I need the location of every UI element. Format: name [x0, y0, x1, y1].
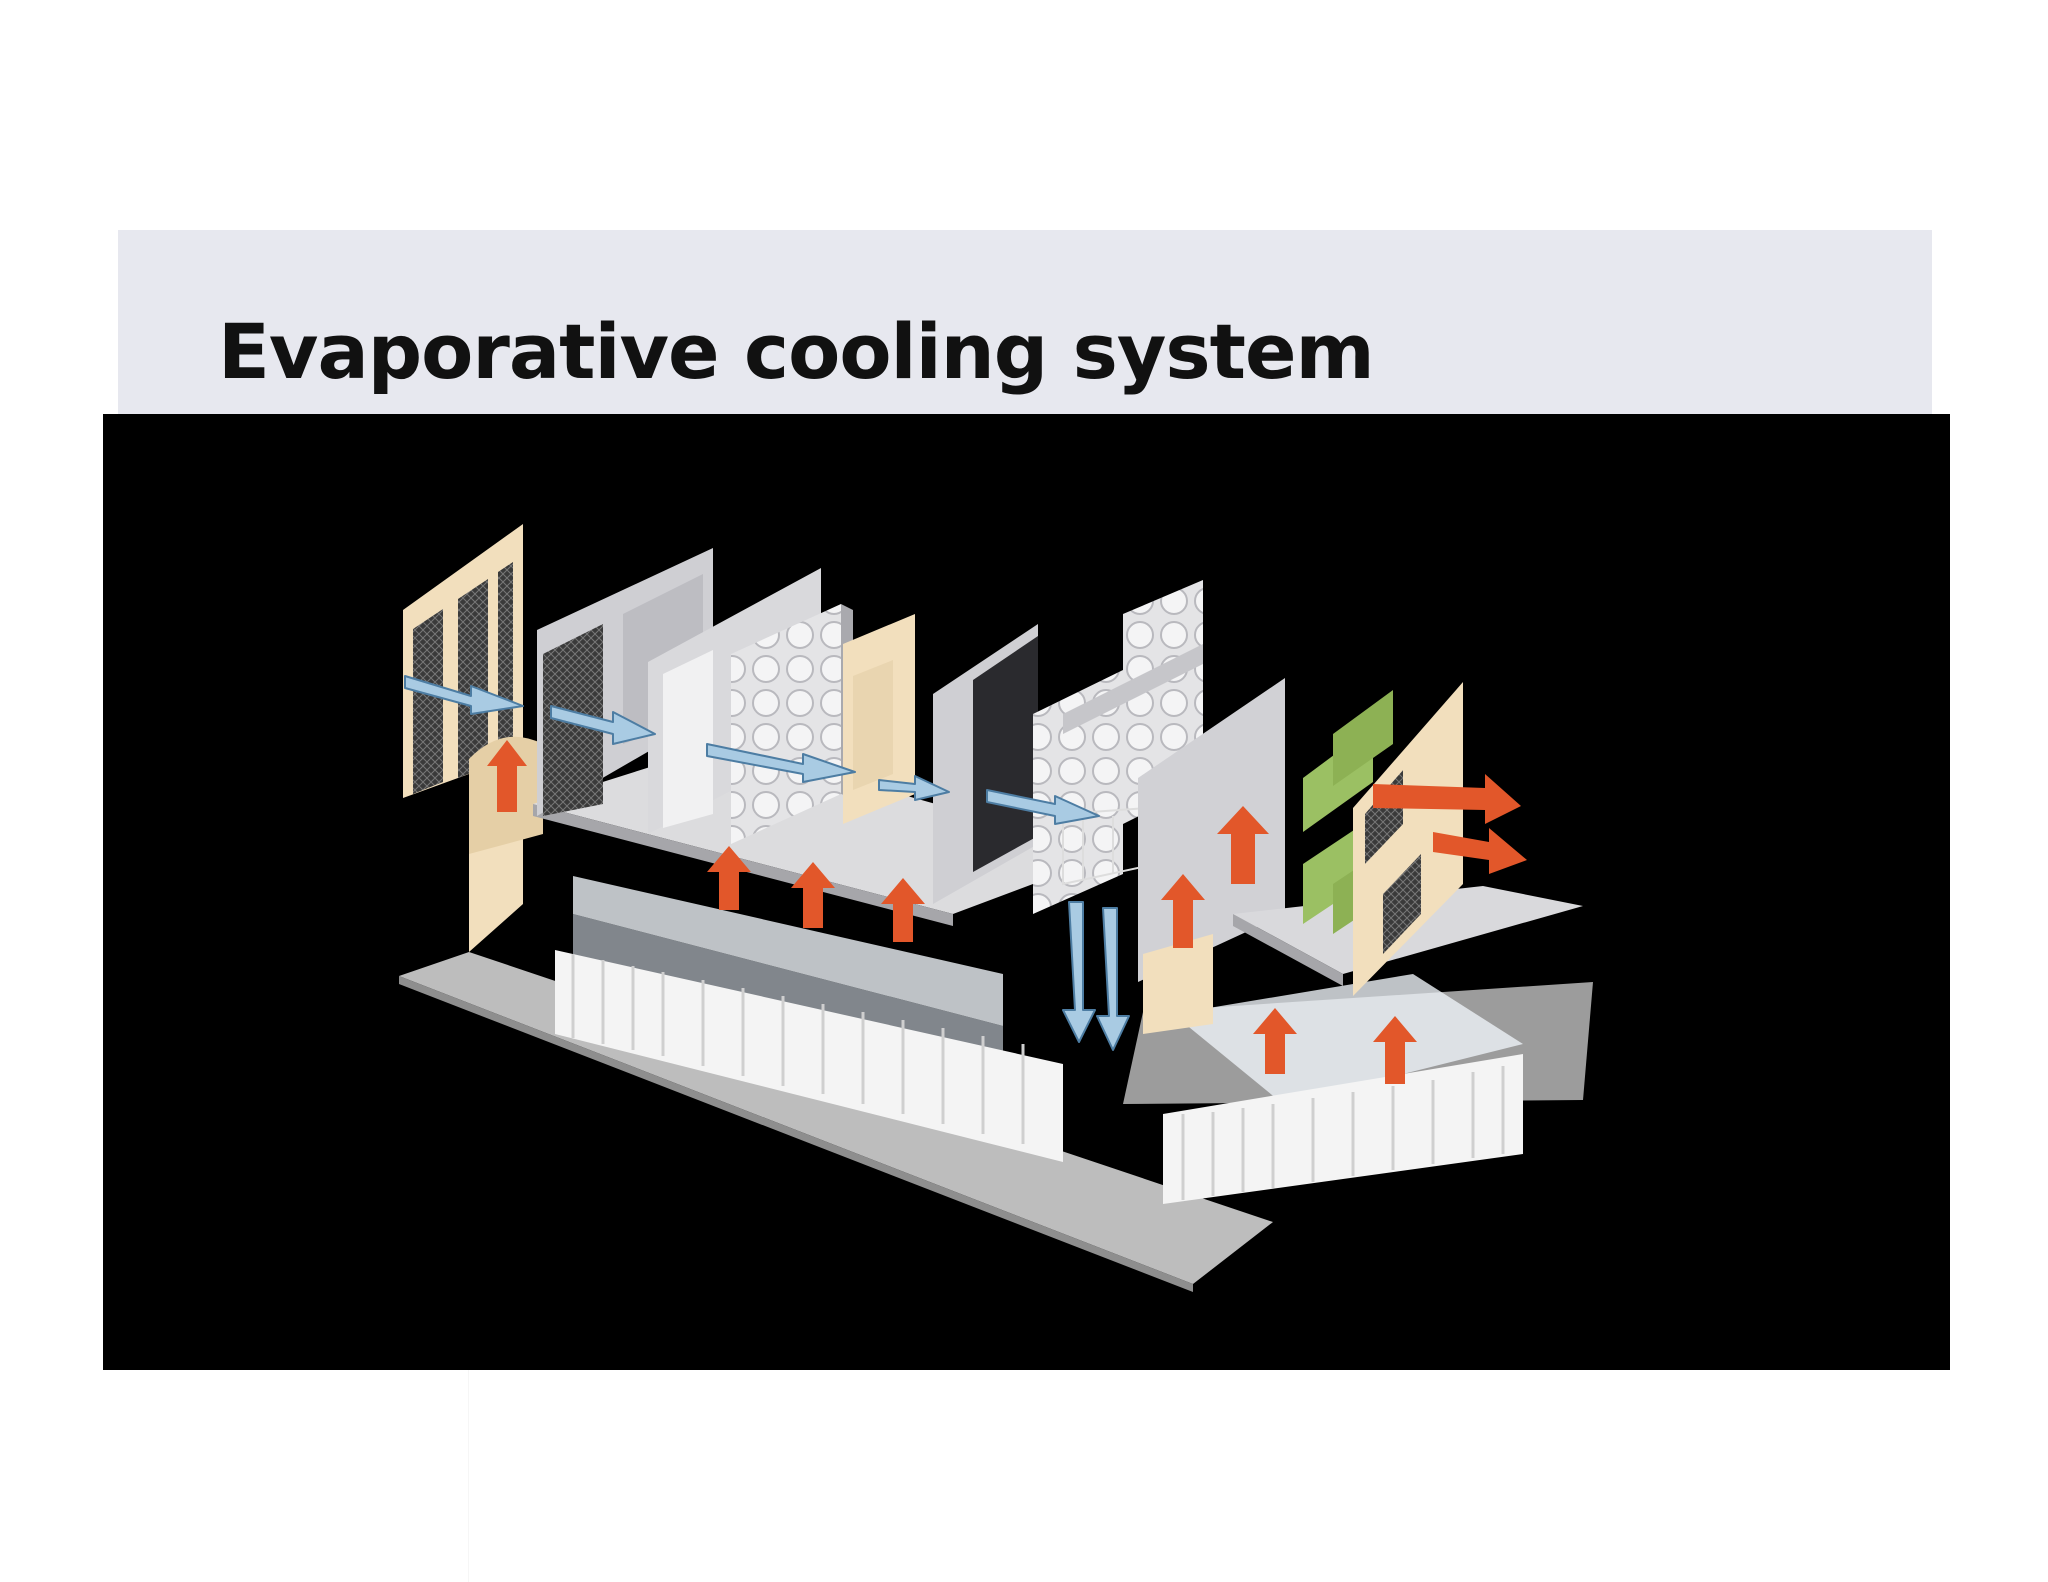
cool-air-arrow-icon [706, 743, 856, 783]
hot-air-arrow-icon [1373, 774, 1521, 824]
hot-air-arrow-icon [487, 740, 527, 812]
slide-title: Evaporative cooling system [218, 307, 1375, 396]
hot-air-arrow-icon [1217, 806, 1269, 884]
cool-air-arrow-icon [550, 705, 656, 745]
under-strip [468, 1370, 469, 1582]
hot-air-arrow-icon [881, 878, 925, 942]
cool-air-arrow-icon [1096, 907, 1130, 1051]
hot-air-arrow-icon [791, 862, 835, 928]
hot-air-arrow-icon [1433, 828, 1527, 874]
rack-row-left [555, 876, 1063, 1162]
cool-air-arrow-icon [986, 789, 1100, 825]
rack-row-right [1163, 974, 1523, 1204]
divider-wall [933, 624, 1038, 904]
cool-air-arrow-icon [878, 775, 950, 801]
cooling-diagram [103, 414, 1950, 1370]
cool-air-arrows [404, 675, 1130, 1051]
hot-air-arrow-icon [1373, 1016, 1417, 1084]
hot-air-arrow-icon [1253, 1008, 1297, 1074]
cooling-diagram-svg [399, 524, 1593, 1292]
beige-pillar [1143, 934, 1213, 1034]
hot-air-arrow-icon [707, 846, 751, 910]
cool-air-arrow-icon [1062, 901, 1096, 1043]
cool-air-arrow-icon [404, 675, 524, 715]
beige-end-wall [403, 524, 543, 952]
louver-panel-3 [843, 614, 915, 824]
hot-air-arrow-icon [1161, 874, 1205, 948]
hot-air-arrows [487, 740, 1527, 1084]
title-band: Evaporative cooling system [118, 230, 1932, 416]
